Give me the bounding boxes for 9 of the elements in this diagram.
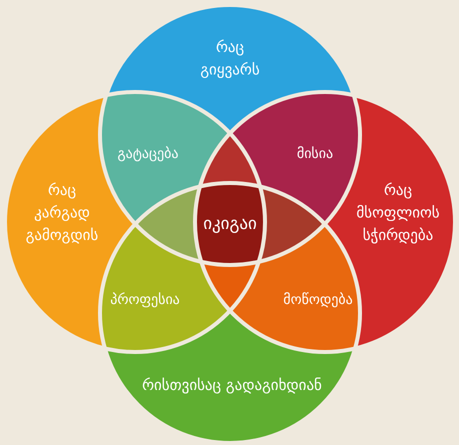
overlap-label: მისია: [296, 146, 334, 162]
overlap-label: პროფესია: [110, 292, 180, 308]
segment-label: რაც კარგად გამოგდის: [26, 181, 98, 244]
center-label: იკიგაი: [203, 214, 257, 234]
segment-label: რისთვისაც გადაგიხდიან: [142, 376, 322, 394]
segment-label: რაც გიყვარს: [200, 38, 260, 78]
segment-label: რაც მსოფლიოს სჭირდება: [356, 181, 440, 244]
overlap-label: მოწოდება: [283, 292, 353, 308]
overlap-label: გატაცება: [118, 146, 178, 162]
